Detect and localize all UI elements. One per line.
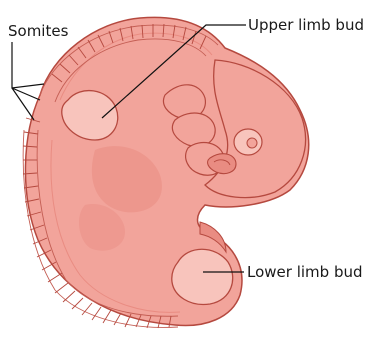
lower-limb-bud <box>172 249 233 304</box>
upper-limb-bud-label: Upper limb bud <box>248 16 364 34</box>
lower-limb-bud-label: Lower limb bud <box>247 263 363 281</box>
somites-label: Somites <box>8 22 68 40</box>
